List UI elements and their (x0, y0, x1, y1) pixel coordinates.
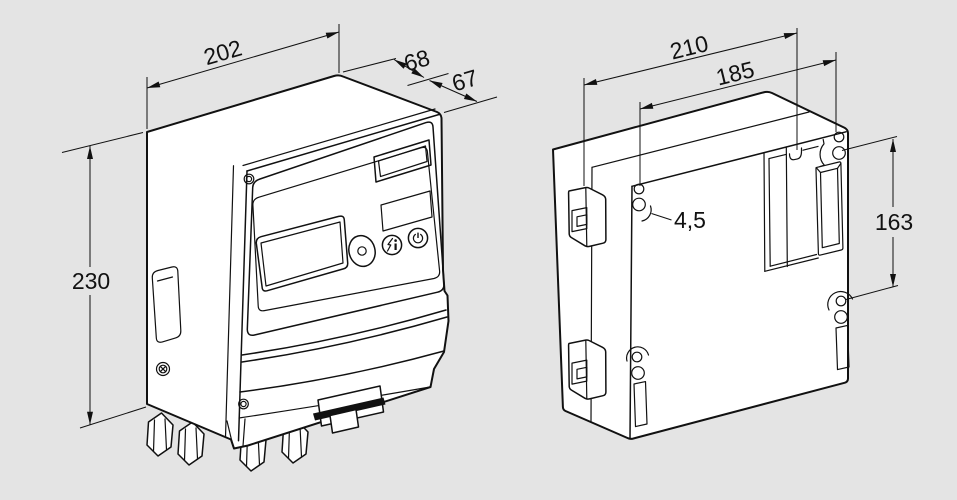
flash-info-button (381, 234, 403, 256)
keyhole-bottom-right (827, 290, 854, 371)
front-left-edge (237, 170, 248, 442)
band-seam-3 (239, 350, 445, 393)
foot-edge (226, 418, 246, 447)
back-top-front-edge (631, 131, 847, 188)
reset-button (348, 234, 376, 268)
band-seam-1 (241, 309, 447, 356)
flash-icon (386, 237, 394, 252)
keyhole-bottom-left (625, 346, 650, 428)
door-screw-top (243, 173, 255, 185)
bottom-connector (313, 385, 386, 434)
control-panel-recess (252, 146, 441, 312)
top-face-seam (242, 108, 436, 167)
mounting-hook-top (567, 186, 607, 248)
keyhole-top-left (632, 183, 652, 222)
cover-screw-bottom (238, 398, 249, 410)
mounting-recess (763, 138, 844, 272)
cable-gland (146, 412, 174, 457)
status-window-inner (377, 145, 428, 178)
top-face-front-edge (246, 113, 440, 172)
device-body (146, 74, 450, 450)
display-window-inner (260, 221, 344, 287)
dim-hole-spacing-y-label: 163 (875, 209, 913, 235)
mounting-hook-bottom (567, 339, 607, 400)
power-button (407, 227, 429, 249)
side-label-cutout (151, 266, 182, 343)
back-top-seam (591, 111, 810, 168)
status-window (373, 139, 432, 183)
power-icon (412, 233, 424, 244)
front-isometric-view: 202 68 67 230 (61, 24, 498, 472)
dim-hole-diameter-label: 4,5 (674, 207, 706, 233)
band-seam-2 (241, 316, 448, 363)
cover-screw-bottom-inner (240, 400, 247, 408)
type-label (380, 190, 433, 232)
side-parting-line (224, 165, 235, 438)
side-label-tick (156, 276, 174, 282)
dim-height-label: 230 (72, 268, 110, 294)
dim-width-overall-label: 210 (667, 30, 710, 64)
keyhole-top-right (832, 131, 846, 160)
dim-hole-spacing-x-label: 185 (713, 56, 756, 90)
dim-width-label: 202 (201, 34, 245, 70)
display-window (255, 215, 349, 292)
door-screw-top-inner (245, 175, 253, 183)
dim-depth-total-label: 68 (401, 44, 433, 76)
cable-gland (177, 421, 205, 466)
side-screw (155, 361, 171, 377)
front-door (246, 121, 445, 337)
back-isometric-view: 210 185 4,5 163 (552, 28, 914, 440)
back-left-edge (629, 185, 633, 440)
front-view-dimensions: 202 68 67 230 (61, 24, 498, 429)
